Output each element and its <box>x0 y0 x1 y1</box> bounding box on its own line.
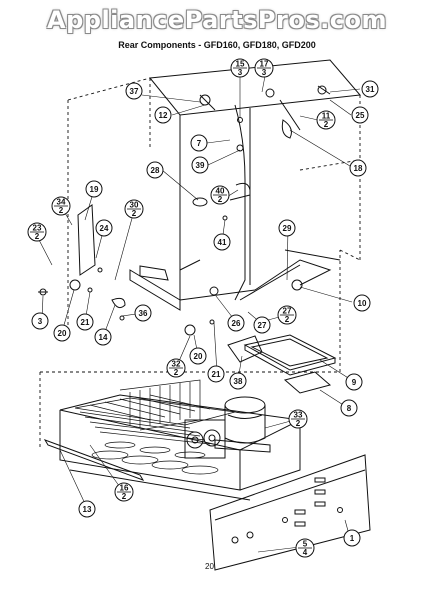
fraction-callout-qty: 2 <box>285 315 290 324</box>
callout-label: 25 <box>356 111 365 120</box>
callout-label: 29 <box>283 224 292 233</box>
callout-circle <box>340 399 358 417</box>
callout-label: 26 <box>232 319 241 328</box>
front-rail <box>43 439 145 481</box>
callout-label: 12 <box>159 111 168 120</box>
fraction-callout-qty: 4 <box>303 548 308 557</box>
fraction-callout-qty: 2 <box>132 209 137 218</box>
fraction-callout-part: 33 <box>294 411 303 420</box>
fraction-callout-qty: 3 <box>262 68 267 77</box>
callout-label: 36 <box>139 309 148 318</box>
fraction-callout-part: 17 <box>260 60 269 69</box>
fan-shroud <box>184 419 226 459</box>
fraction-callout-part: 27 <box>283 307 292 316</box>
callout-circle <box>343 529 361 547</box>
callout-circle <box>349 159 367 177</box>
callout-circle <box>53 324 71 342</box>
callout-label: 14 <box>99 333 108 342</box>
rear-access-cover <box>209 454 371 571</box>
fraction-callout-part: 32 <box>172 360 181 369</box>
tubing <box>229 99 301 301</box>
callout-circle <box>31 312 49 330</box>
callout-label: 38 <box>234 377 243 386</box>
callout-label: 21 <box>81 318 90 327</box>
page-number: 20 <box>205 562 214 571</box>
fraction-callout-part: 30 <box>130 201 139 210</box>
callout-circle <box>154 106 172 124</box>
fraction-callout-qty: 2 <box>296 419 301 428</box>
callout-circle <box>94 328 112 346</box>
callout-circle <box>361 80 379 98</box>
callout-label: 8 <box>347 404 352 413</box>
fraction-callout-qty: 2 <box>324 120 329 129</box>
callout-label: 27 <box>258 321 267 330</box>
drain-trough <box>227 335 263 363</box>
fraction-callout-qty: 2 <box>35 232 40 241</box>
fraction-callout-part: 40 <box>216 187 225 196</box>
fraction-callout-part: 15 <box>236 60 245 69</box>
callout-circle <box>146 161 164 179</box>
callout-circle <box>345 373 363 391</box>
callout-circle <box>85 180 103 198</box>
callout-circle <box>213 233 231 251</box>
callout-label: 20 <box>58 329 67 338</box>
callout-circle <box>253 316 271 334</box>
fraction-callout-qty: 2 <box>218 195 223 204</box>
callout-circle <box>227 314 245 332</box>
cabinet-outline <box>39 77 361 450</box>
callout-circle <box>95 219 113 237</box>
callout-label: 7 <box>197 139 202 148</box>
callout-label: 31 <box>366 85 375 94</box>
callout-label: 18 <box>354 164 363 173</box>
callout-label: 41 <box>218 238 227 247</box>
callout-label: 39 <box>196 161 205 170</box>
fraction-callout-qty: 2 <box>59 206 64 215</box>
compressor <box>214 396 271 453</box>
fraction-callout-part: 5 <box>303 540 308 549</box>
callout-circle <box>76 313 94 331</box>
condenser-coil <box>74 379 236 445</box>
callout-label: 1 <box>350 534 355 543</box>
callout-label: 9 <box>352 378 357 387</box>
callout-circle <box>278 219 296 237</box>
callout-circle <box>78 500 96 518</box>
fraction-callout-part: 23 <box>33 224 42 233</box>
callout-circle <box>190 134 208 152</box>
callout-label: 20 <box>194 352 203 361</box>
callout-circle <box>207 365 225 383</box>
watermark: AppliancePartsPros.com <box>47 6 387 34</box>
diagram-title: Rear Components - GFD160, GFD180, GFD200 <box>118 40 316 50</box>
callout-circle <box>125 82 143 100</box>
fraction-callout-part: 34 <box>57 198 66 207</box>
callout-label: 24 <box>100 224 109 233</box>
callout-label: 13 <box>83 505 92 514</box>
drain-pan <box>243 334 337 376</box>
drain-tray <box>283 371 332 394</box>
callout-label: 3 <box>38 317 43 326</box>
callout-label: 37 <box>130 87 139 96</box>
callout-circle <box>229 372 247 390</box>
fraction-callout-part: 16 <box>120 484 129 493</box>
fraction-callout-qty: 3 <box>238 68 243 77</box>
fraction-callout-qty: 2 <box>122 492 127 501</box>
callout-circle <box>191 156 209 174</box>
fraction-callout-part: 11 <box>322 112 331 121</box>
callout-label: 10 <box>358 299 367 308</box>
callout-circle <box>189 347 207 365</box>
callout-circle <box>134 304 152 322</box>
callout-circle <box>351 106 369 124</box>
fraction-callout-qty: 2 <box>174 368 179 377</box>
callout-circle <box>353 294 371 312</box>
callout-label: 21 <box>212 370 221 379</box>
callout-label: 28 <box>151 166 160 175</box>
callout-label: 19 <box>90 185 99 194</box>
evaporator-coils <box>91 441 219 475</box>
